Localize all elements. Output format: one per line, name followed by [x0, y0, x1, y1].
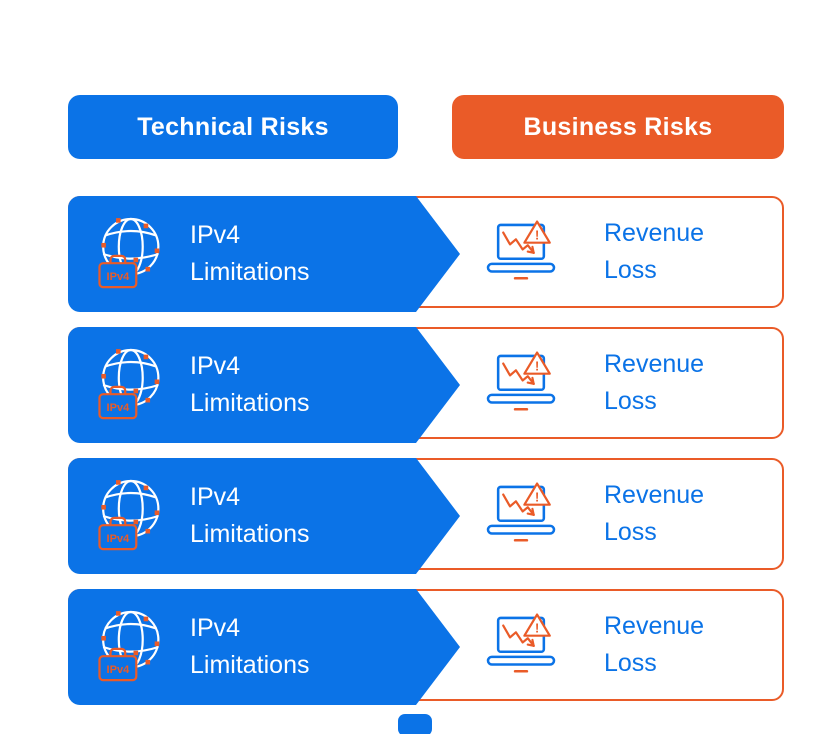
technical-risks-header-label: Technical Risks [137, 112, 329, 141]
risk-row: ! Revenue Loss [68, 589, 784, 701]
warning-exclamation-glyph: ! [535, 621, 539, 635]
risk-row: ! Revenue Loss [68, 196, 784, 308]
business-risk-side: ! Revenue Loss [478, 460, 726, 568]
technical-risk-label: IPv4 Limitations [190, 483, 310, 548]
warning-exclamation-glyph: ! [535, 490, 539, 504]
technical-risk-arrow: IPv4 IPv4 Limitations [68, 196, 460, 312]
business-risks-header: Business Risks [452, 95, 784, 159]
ipv4-badge-text: IPv4 [107, 664, 131, 676]
ipv4-badge-text: IPv4 [107, 402, 131, 414]
risk-row: ! Revenue Loss [68, 327, 784, 439]
business-risk-label: Revenue Loss [604, 612, 705, 677]
ipv4-network-globe-icon: IPv4 [82, 470, 174, 562]
warning-exclamation-glyph: ! [535, 228, 539, 242]
revenue-decline-laptop-icon: ! [486, 482, 556, 542]
business-risk-label: Revenue Loss [604, 481, 705, 546]
ipv4-network-globe-icon: IPv4 [82, 601, 174, 693]
cropped-next-row-fragment [398, 714, 432, 734]
technical-risk-arrow: IPv4 IPv4 Limitations [68, 589, 460, 705]
ipv4-badge-text: IPv4 [107, 271, 131, 283]
warning-exclamation-glyph: ! [535, 359, 539, 373]
technical-risk-label: IPv4 Limitations [190, 352, 310, 417]
technical-risks-header: Technical Risks [68, 95, 398, 159]
business-risk-side: ! Revenue Loss [478, 198, 726, 306]
business-risk-side: ! Revenue Loss [478, 329, 726, 437]
risk-rows: ! Revenue Loss [68, 196, 784, 701]
business-risk-side: ! Revenue Loss [478, 591, 726, 699]
revenue-decline-laptop-icon: ! [486, 613, 556, 673]
technical-risk-arrow: IPv4 IPv4 Limitations [68, 458, 460, 574]
technical-risk-label: IPv4 Limitations [190, 221, 310, 286]
risk-row: ! Revenue Loss [68, 458, 784, 570]
technical-risk-label: IPv4 Limitations [190, 614, 310, 679]
ipv4-badge-text: IPv4 [107, 533, 131, 545]
business-risk-label: Revenue Loss [604, 350, 705, 415]
ipv4-network-globe-icon: IPv4 [82, 339, 174, 431]
business-risks-header-label: Business Risks [523, 112, 713, 141]
ipv4-network-globe-icon: IPv4 [82, 208, 174, 300]
revenue-decline-laptop-icon: ! [486, 351, 556, 411]
header-row: Technical Risks Business Risks [68, 95, 784, 159]
technical-risk-arrow: IPv4 IPv4 Limitations [68, 327, 460, 443]
business-risk-label: Revenue Loss [604, 219, 705, 284]
revenue-decline-laptop-icon: ! [486, 220, 556, 280]
